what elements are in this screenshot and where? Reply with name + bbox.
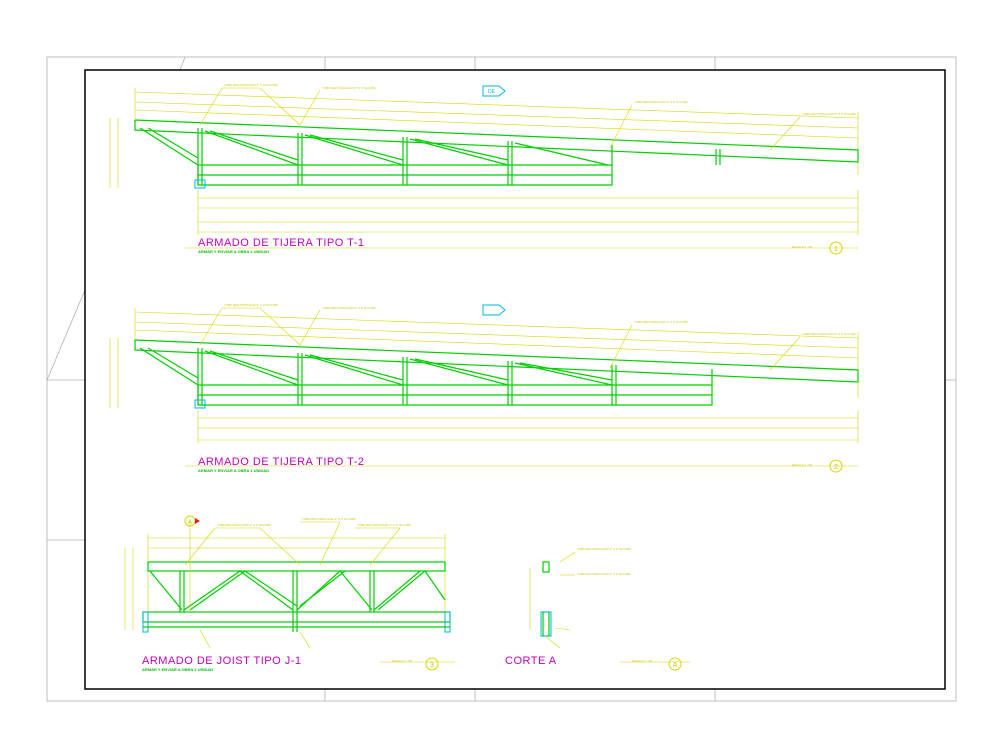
view-number-bubble (668, 657, 682, 671)
svg-text:TUBO RECTANGULAR 6" X 4" E=3 M: TUBO RECTANGULAR 6" X 4" E=3 MM (224, 83, 278, 87)
svg-text:TUBO RECTANGULAR 4" X 2" E=3 M: TUBO RECTANGULAR 4" X 2" E=3 MM (577, 572, 631, 576)
svg-text:TUBO RECTANGULAR 4" X 2" E=3 M: TUBO RECTANGULAR 4" X 2" E=3 MM (634, 320, 688, 324)
section-marker: A (184, 515, 200, 527)
view-title: ARMADO DE TIJERA TIPO T-2 (198, 456, 365, 468)
section-a-drawing: TUBO RECTANGULAR 4" X 2" E=3 MM TUBO REC… (529, 547, 631, 649)
svg-text:TUBO RECTANGULAR 4" X 2" E=3 M: TUBO RECTANGULAR 4" X 2" E=3 MM (357, 523, 411, 527)
view-title: CORTE A (505, 655, 557, 667)
view-number-bubble (829, 459, 843, 473)
view-number: A (673, 662, 678, 669)
view-title: ARMADO DE JOIST TIPO J-1 (142, 655, 302, 667)
view-subtitle: ARMAR Y ENVIAR A OBRA 1 UNIDAD (198, 468, 269, 473)
view-number-bubble (829, 241, 843, 255)
svg-text:A: A (188, 520, 192, 526)
view-number: 1 (834, 246, 838, 253)
joist-j1-drawing: TUBO RECTANGULAR 4" X 2" E=3 MM TUBO REC… (124, 517, 451, 649)
svg-text:TUBO RECTANGULAR 4" X 2" E=3 M: TUBO RECTANGULAR 4" X 2" E=3 MM (577, 547, 631, 551)
truss-t2-drawing: TUBO RECTANGULAR 6" X 4" E=3 MM TUBO REC… (109, 303, 859, 467)
truss-t1-drawing: DE (109, 83, 859, 249)
view-number: 2 (834, 464, 838, 471)
svg-text:TUBO RECTANGULAR 4" X 2" E=3 M: TUBO RECTANGULAR 4" X 2" E=3 MM (302, 517, 356, 521)
svg-text:TUBO RECTANGULAR 6" X 4" E=3 M: TUBO RECTANGULAR 6" X 4" E=3 MM (802, 332, 856, 336)
sheet-border (46, 56, 957, 702)
view-scale: ESCALA 1 : 50 (792, 463, 812, 467)
view-scale: ESCALA 1 : 50 (392, 659, 412, 663)
svg-text:TUBO RECTANGULAR 6" X 4" E=3 M: TUBO RECTANGULAR 6" X 4" E=3 MM (322, 306, 376, 310)
svg-text:TUBO RECTANGULAR 6" X 4" E=3 M: TUBO RECTANGULAR 6" X 4" E=3 MM (322, 86, 376, 90)
svg-text:TUBO RECTANGULAR 6" X 4" E=3 M: TUBO RECTANGULAR 6" X 4" E=3 MM (224, 303, 278, 307)
view-title: ARMADO DE TIJERA TIPO T-1 (198, 237, 365, 249)
view-subtitle: ARMAR Y ENVIAR A OBRA 1 UNIDAD (198, 249, 269, 254)
view-scale: ESCALA 1 : 20 (632, 659, 652, 663)
view-number-bubble (425, 657, 439, 671)
view-subtitle: ARMAR Y ENVIAR A OBRA 1 UNIDAD (142, 667, 213, 672)
svg-text:TUBO RECTANGULAR 4" X 2" E=3 M: TUBO RECTANGULAR 4" X 2" E=3 MM (634, 100, 688, 104)
svg-text:TUBO RECTANGULAR 6" X 4" E=3 M: TUBO RECTANGULAR 6" X 4" E=3 MM (802, 112, 856, 116)
drawing-frame (84, 69, 946, 690)
svg-text:DE: DE (488, 89, 496, 95)
view-number: 3 (430, 662, 434, 669)
svg-text:TUBO RECTANGULAR 4" X 2" E=3 M: TUBO RECTANGULAR 4" X 2" E=3 MM (217, 523, 271, 527)
view-scale: ESCALA 1 : 50 (792, 245, 812, 249)
